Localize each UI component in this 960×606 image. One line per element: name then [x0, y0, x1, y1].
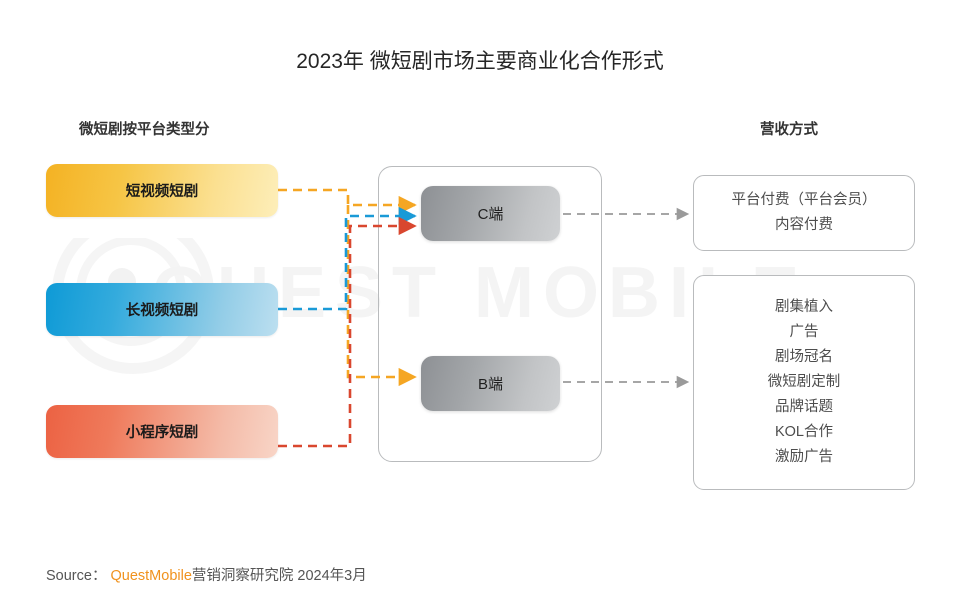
page-title: 2023年 微短剧市场主要商业化合作形式: [296, 50, 664, 73]
platform-box-label: 小程序短剧: [125, 425, 199, 441]
platform-box-label: 长视频短剧: [125, 303, 199, 319]
revenue-line: 平台付费（平台会员）: [731, 192, 877, 208]
source-note: Source： QuestMobile营销洞察研究院 2024年3月: [46, 564, 367, 585]
source-prefix: Source：: [46, 568, 107, 584]
revenue-line: 广告: [789, 324, 819, 340]
platform-box-mini-program[interactable]: 小程序短剧: [46, 405, 278, 458]
revenue-box-consumer[interactable]: 平台付费（平台会员） 内容付费: [693, 175, 915, 251]
revenue-line: 内容付费: [775, 217, 833, 233]
source-suffix: 营销洞察研究院 2024年3月: [191, 568, 367, 584]
revenue-box-business[interactable]: 剧集植入 广告 剧场冠名 微短剧定制 品牌话题 KOL合作 激励广告: [693, 275, 915, 490]
platform-box-short-video[interactable]: 短视频短剧: [46, 164, 278, 217]
revenue-line: KOL合作: [774, 424, 833, 440]
segment-box-consumer[interactable]: C端: [421, 186, 560, 241]
right-column-header: 营收方式: [760, 122, 818, 138]
segment-box-label: B端: [477, 376, 503, 393]
source-brand: QuestMobile: [110, 568, 192, 584]
revenue-line: 剧场冠名: [775, 349, 833, 365]
revenue-line: 剧集植入: [775, 299, 833, 315]
revenue-line: 品牌话题: [775, 399, 833, 415]
platform-box-label: 短视频短剧: [125, 184, 199, 200]
segment-box-business[interactable]: B端: [421, 356, 560, 411]
revenue-line: 激励广告: [775, 449, 833, 465]
revenue-line: 微短剧定制: [767, 374, 841, 390]
left-column-header: 微短剧按平台类型分: [79, 122, 210, 138]
segment-box-label: C端: [477, 206, 504, 223]
platform-box-long-video[interactable]: 长视频短剧: [46, 283, 278, 336]
